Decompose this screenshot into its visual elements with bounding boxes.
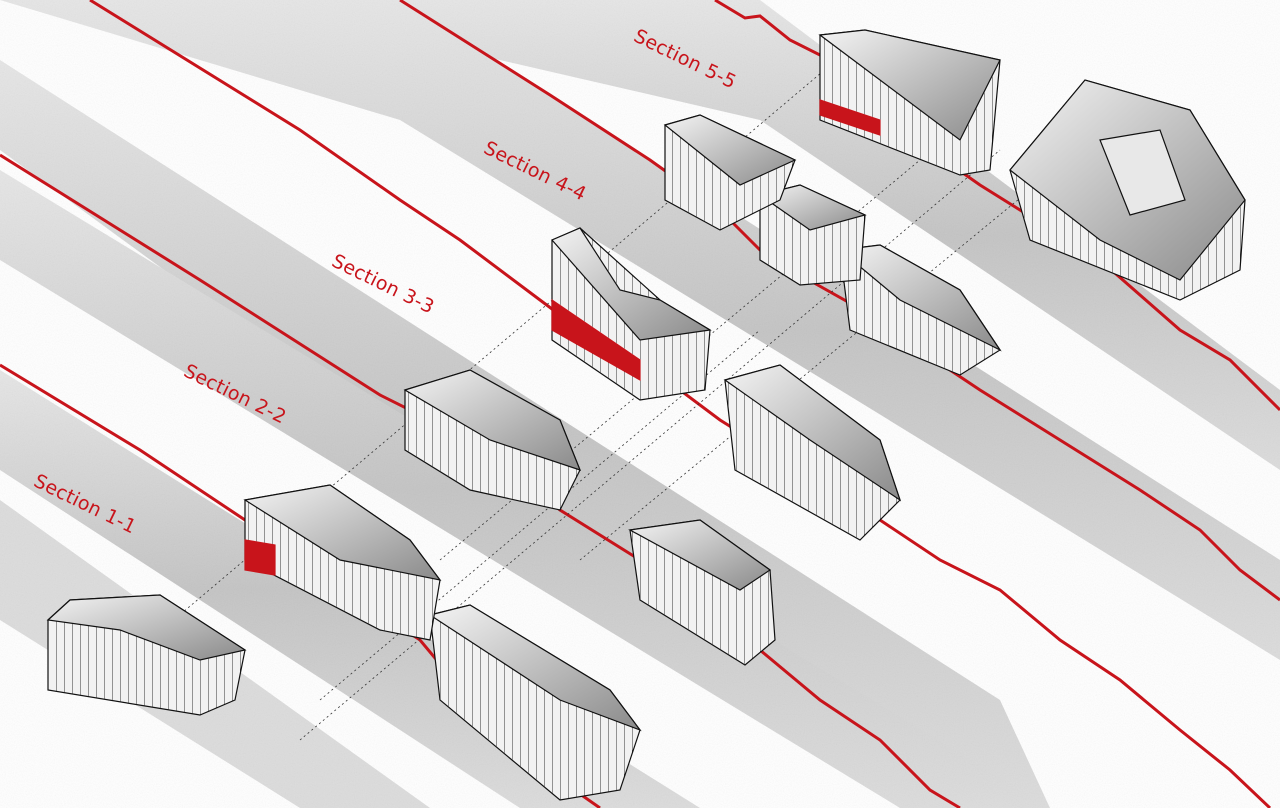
building-4a — [551, 227, 712, 401]
building-4c — [758, 184, 867, 286]
building-1a — [46, 594, 247, 716]
building-5a — [663, 114, 797, 231]
building-2a — [243, 484, 442, 641]
buildings — [46, 29, 1246, 801]
building-5b — [818, 29, 1001, 176]
building-4b — [838, 244, 1002, 376]
building-2b — [628, 519, 776, 666]
building-3b — [723, 364, 902, 541]
building-5c — [1009, 79, 1246, 301]
building-1b — [428, 604, 642, 801]
building-3a — [403, 369, 582, 511]
